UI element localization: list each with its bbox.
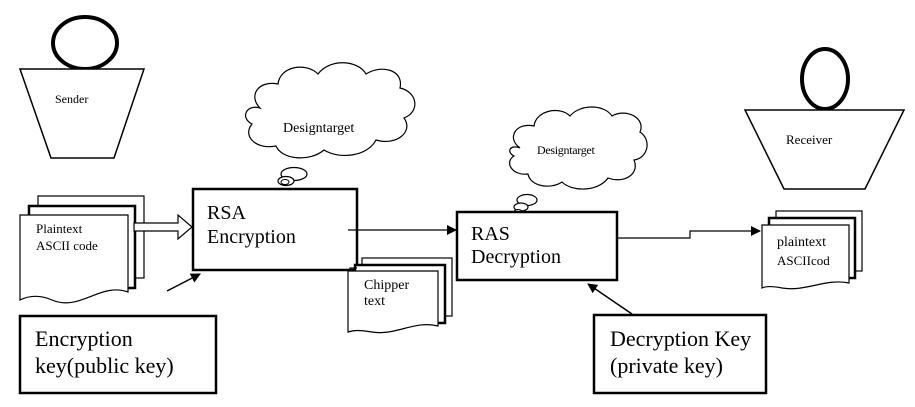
sender-head (51, 15, 119, 71)
public-key-line1: Encryption (35, 326, 133, 351)
sender-label: Sender (55, 92, 89, 106)
private-key-arrow (587, 283, 633, 315)
encryption-line1: RSA (207, 202, 246, 224)
public-key-line2: key(public key) (35, 353, 174, 378)
receiver-head (800, 47, 850, 111)
sender-figure (18, 15, 146, 159)
plaintext-in-line2: ASCII code (36, 238, 98, 253)
plaintext-out-document (761, 210, 863, 290)
receiver-body (743, 109, 906, 190)
sender-body (18, 68, 146, 159)
cipher-line2: text (364, 294, 385, 309)
decryption-thought-label: Designtarget (537, 143, 595, 157)
plaintext-out-line2: ASCIIcod (777, 253, 830, 268)
decryption-box (455, 210, 619, 282)
decryption-line1: RAS (471, 223, 510, 245)
encryption-to-cipher-line (349, 267, 357, 271)
receiver-label: Receiver (786, 132, 833, 147)
private-key-line2: (private key) (610, 353, 723, 378)
plaintext-in-line1: Plaintext (36, 221, 83, 236)
encryption-line2: Encryption (207, 226, 296, 248)
plaintext-in-document (19, 195, 145, 304)
receiver-figure (743, 47, 906, 190)
encryption-box (191, 187, 359, 272)
decryption-to-plaintext-arrow (617, 226, 761, 239)
private-key-line1: Decryption Key (610, 326, 752, 351)
decryption-thought-cloud (509, 106, 648, 215)
encryption-thought-label: Designtarget (283, 121, 355, 136)
public-key-arrow (166, 273, 201, 292)
cipher-line1: Chipper (364, 278, 410, 293)
plaintext-to-encryption-arrow (133, 213, 193, 241)
private-key-box (592, 313, 768, 395)
encryption-thought-cloud (244, 62, 416, 187)
decryption-line2: Decryption (471, 246, 561, 268)
cipher-document (347, 257, 453, 334)
plaintext-out-line1: plaintext (777, 235, 826, 250)
public-key-box (18, 314, 218, 395)
